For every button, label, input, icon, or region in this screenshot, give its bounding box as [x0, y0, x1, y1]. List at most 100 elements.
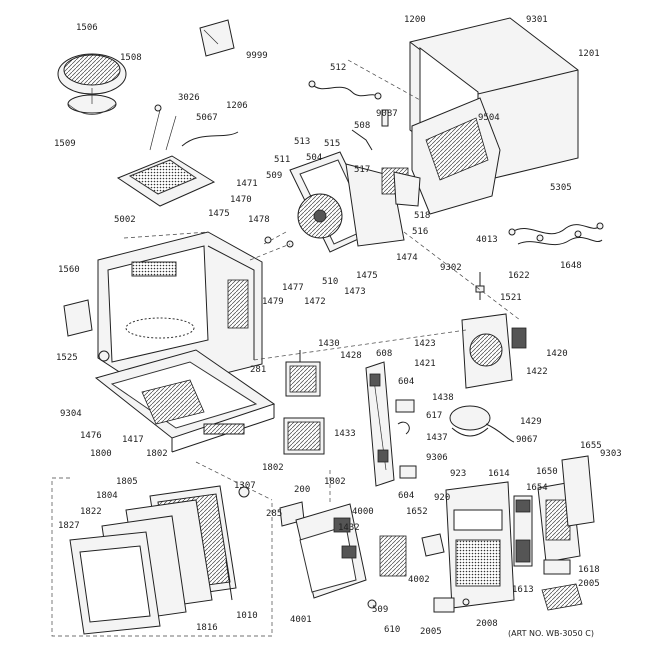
label-9087: 9087 [376, 109, 398, 119]
label-1206: 1206 [226, 101, 248, 111]
label-1437: 1437 [426, 433, 448, 443]
label-4002: 4002 [408, 575, 430, 585]
leader-lines [123, 59, 521, 504]
label-9306: 9306 [426, 453, 448, 463]
stirrer-fan-part [57, 53, 127, 115]
label-515: 515 [324, 139, 340, 149]
label-1423: 1423 [414, 339, 436, 349]
label-1428: 1428 [340, 351, 362, 361]
label-1475b: 1475 [356, 271, 378, 281]
label-516: 516 [412, 227, 428, 237]
part-labels: 1506 1508 1509 9999 1200 9301 1201 3026 … [54, 15, 622, 638]
label-1506: 1506 [76, 23, 98, 33]
fan-bracket-part [461, 313, 527, 389]
label-1477: 1477 [282, 283, 304, 293]
label-1429: 1429 [520, 417, 542, 427]
label-281: 281 [250, 365, 266, 375]
label-608: 608 [376, 349, 392, 359]
label-1200: 1200 [404, 15, 426, 25]
part-2005b [433, 597, 455, 613]
label-3026: 3026 [178, 93, 200, 103]
label-1476: 1476 [80, 431, 102, 441]
label-4013: 4013 [476, 235, 498, 245]
label-510: 510 [322, 277, 338, 287]
label-1652: 1652 [406, 507, 428, 517]
label-1650: 1650 [536, 467, 558, 477]
label-9301: 9301 [526, 15, 548, 25]
magnetron-part [285, 350, 321, 397]
label-4000: 4000 [352, 507, 374, 517]
top-bracket-part [116, 104, 239, 207]
manual-sheet-part [199, 19, 235, 57]
label-513: 513 [294, 137, 310, 147]
label-1816: 1816 [196, 623, 218, 633]
part-2005 [541, 583, 583, 611]
label-1525: 1525 [56, 353, 78, 363]
label-1478: 1478 [248, 215, 270, 225]
label-1475a: 1475 [208, 209, 230, 219]
board-4002-part [379, 535, 407, 577]
label-1521: 1521 [500, 293, 522, 303]
label-1655: 1655 [580, 441, 602, 451]
screw-1521-part [475, 272, 485, 300]
capacitor-part [449, 405, 515, 443]
back-plate-part [411, 97, 501, 215]
label-285: 285 [266, 509, 282, 519]
nut-1525-part [98, 350, 110, 362]
label-517: 517 [354, 165, 370, 175]
label-1473: 1473 [344, 287, 366, 297]
part-2008 [462, 598, 470, 606]
label-1560: 1560 [58, 265, 80, 275]
label-9303: 9303 [600, 449, 622, 459]
label-1622: 1622 [508, 271, 530, 281]
label-1508: 1508 [120, 53, 142, 63]
door-assembly-outline [51, 477, 273, 637]
label-1430: 1430 [318, 339, 340, 349]
label-604a: 604 [398, 377, 414, 387]
waveguide-cover-part [63, 299, 93, 337]
switch-604b-part [399, 465, 417, 479]
label-1618: 1618 [578, 565, 600, 575]
switch-604-part [395, 399, 415, 413]
label-9304: 9304 [60, 409, 82, 419]
label-5002: 5002 [114, 215, 136, 225]
art-number-note: (ART NO. WB-3050 C) [508, 629, 594, 638]
label-923: 923 [450, 469, 466, 479]
label-1201: 1201 [578, 49, 600, 59]
label-1307: 1307 [234, 481, 256, 491]
label-511: 511 [274, 155, 290, 165]
latch-board-part [365, 361, 395, 487]
part-1618 [543, 559, 571, 575]
label-2008: 2008 [476, 619, 498, 629]
label-9067: 9067 [516, 435, 538, 445]
base-plate-part [94, 349, 276, 453]
label-1802a: 1802 [146, 449, 168, 459]
wire-harness-1648-part [508, 222, 604, 246]
part-1652 [421, 533, 445, 557]
label-9504: 9504 [478, 113, 500, 123]
label-4001: 4001 [290, 615, 312, 625]
label-1474: 1474 [396, 253, 418, 263]
label-200: 200 [294, 485, 310, 495]
label-1822: 1822 [80, 507, 102, 517]
label-5067: 5067 [196, 113, 218, 123]
touch-board-part [513, 455, 595, 567]
label-508: 508 [354, 121, 370, 131]
label-1509: 1509 [54, 139, 76, 149]
label-2005a: 2005 [578, 579, 600, 589]
label-1433: 1433 [334, 429, 356, 439]
label-920: 920 [434, 493, 450, 503]
label-1800: 1800 [90, 449, 112, 459]
label-5305: 5305 [550, 183, 572, 193]
label-1614: 1614 [488, 469, 510, 479]
label-1827: 1827 [58, 521, 80, 531]
label-1805: 1805 [116, 477, 138, 487]
control-bracket-part [295, 503, 367, 599]
label-1479: 1479 [262, 297, 284, 307]
label-1421: 1421 [414, 359, 436, 369]
label-512: 512 [330, 63, 346, 73]
label-1613: 1613 [512, 585, 534, 595]
label-1648: 1648 [560, 261, 582, 271]
label-1472: 1472 [304, 297, 326, 307]
